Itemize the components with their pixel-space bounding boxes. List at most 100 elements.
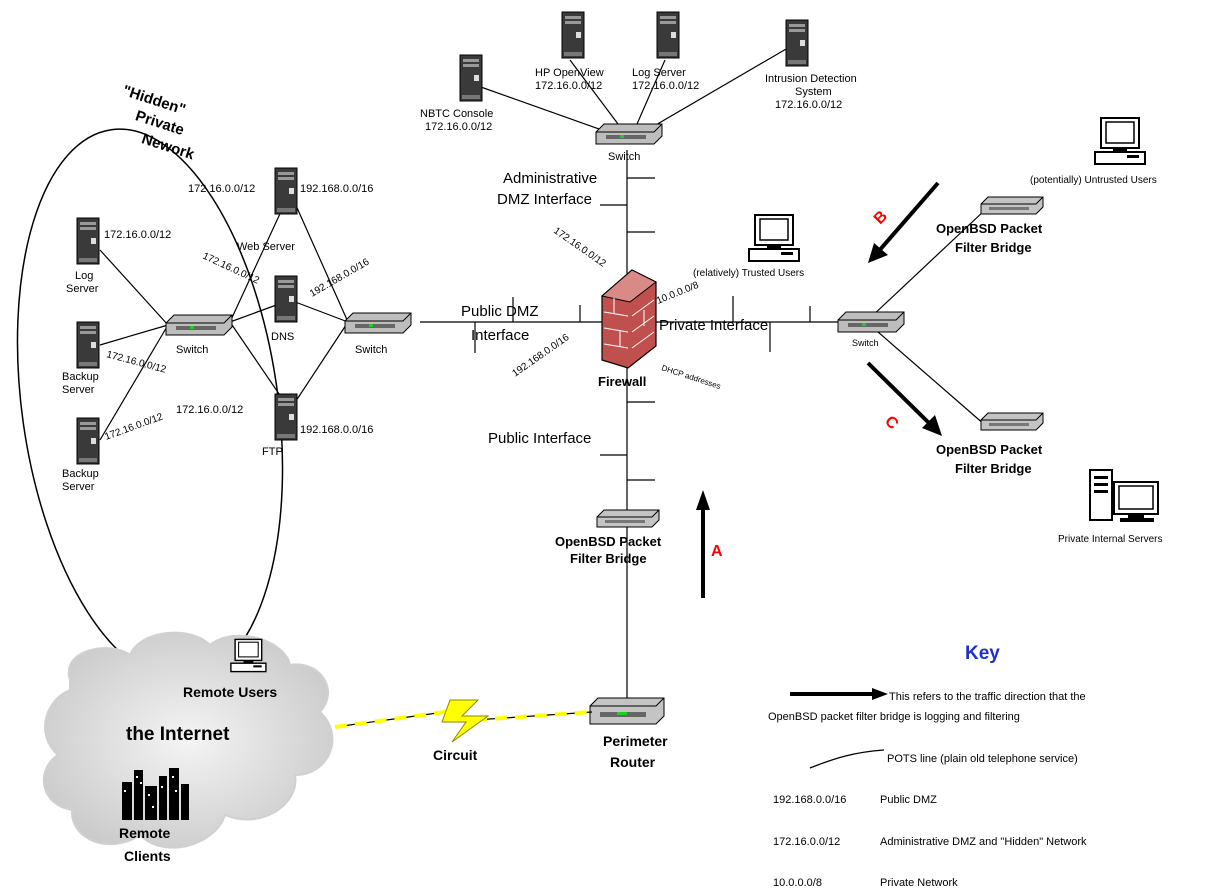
hp-openview-tower — [561, 11, 585, 59]
internet-title: the Internet — [126, 724, 230, 745]
key-row-1-net: 192.168.0.0/16 — [773, 794, 846, 806]
remote-clients-label-2: Clients — [124, 848, 171, 864]
link-label-1: 172.16.0.0/12 — [201, 251, 261, 287]
arrow-b-label: B — [871, 208, 891, 228]
arrow-b — [876, 181, 940, 254]
key-curve-desc: POTS line (plain old telephone service) — [887, 753, 1078, 765]
hidden-title-3: Nework — [140, 130, 197, 163]
fw-ip-public2: DHCP addresses — [660, 363, 721, 391]
hidden-network-boundary — [16, 128, 284, 682]
log-server-label-2: Server — [66, 283, 99, 295]
backup-b-label-2: Server — [62, 481, 95, 493]
log-server-label-1: Log — [75, 270, 93, 282]
private-servers-label: Private Internal Servers — [1058, 534, 1163, 545]
mid-switch-label: Switch — [355, 344, 387, 356]
key-arrow-desc-2: OpenBSD packet filter bridge is logging … — [768, 711, 1020, 723]
key-row-2-desc: Administrative DMZ and "Hidden" Network — [880, 836, 1087, 848]
public-interface-label: Public Interface — [488, 430, 591, 447]
top-log-server-label: Log Server — [632, 67, 686, 79]
dns-server-tower — [274, 275, 298, 323]
key-row-2-net: 172.16.0.0/12 — [773, 836, 840, 848]
admin-dmz-label-2: DMZ Interface — [497, 191, 592, 208]
public-dmz-label-2: Interface — [471, 327, 529, 344]
remote-users-label: Remote Users — [183, 684, 277, 700]
top-bridge-label-2: Filter Bridge — [955, 240, 1032, 255]
circuit-label: Circuit — [433, 747, 478, 763]
arrow-c — [866, 361, 932, 426]
dns-label: DNS — [271, 331, 294, 343]
trusted-users-pc-icon — [748, 214, 800, 262]
left-switch-label: Switch — [176, 344, 208, 356]
arrow-c-label: C — [881, 413, 902, 434]
link-label-3: 172.16.0.0/12 — [105, 349, 167, 376]
nbtc-console-tower — [459, 54, 483, 102]
nbtc-label: NBTC Console — [420, 108, 493, 120]
admin-switch-label: Switch — [608, 151, 640, 163]
left-switch-icon — [165, 314, 233, 336]
web-server-label: Web Server — [237, 241, 295, 253]
top-log-server-tower — [656, 11, 680, 59]
firewall-icon — [600, 269, 657, 369]
log-server-tower — [76, 217, 100, 265]
backup-b-label-1: Backup — [62, 468, 99, 480]
private-servers-icon — [1089, 469, 1159, 522]
bottom-bridge-label-2: Filter Bridge — [570, 551, 647, 566]
ftp-ip-left: 172.16.0.0/12 — [176, 404, 243, 416]
circuit-link — [334, 699, 593, 743]
web-server-ip-right: 192.168.0.0/16 — [300, 183, 373, 195]
public-dmz-label-1: Public DMZ — [461, 303, 539, 320]
untrusted-users-pc-icon — [1094, 117, 1146, 165]
ids-ip: 172.16.0.0/12 — [775, 99, 842, 111]
arrow-b-head — [868, 243, 888, 263]
arrow-a-label: A — [711, 543, 723, 560]
private-interface-label: Private Interface — [659, 317, 768, 334]
hidden-network-title: "Hidden" Private Nework — [120, 82, 197, 163]
router-label-2: Router — [610, 754, 656, 770]
bottom-bridge-label-1: OpenBSD Packet — [555, 534, 662, 549]
low-bridge-label-2: Filter Bridge — [955, 461, 1032, 476]
hp-openview-ip: 172.16.0.0/12 — [535, 80, 602, 92]
backup-server-a-tower — [76, 321, 100, 369]
trusted-users-label: (relatively) Trusted Users — [693, 268, 804, 279]
key-row-3-net: 10.0.0.0/8 — [773, 877, 822, 889]
bottom-bridge-icon — [596, 509, 660, 528]
low-bridge-label-1: OpenBSD Packet — [936, 442, 1043, 457]
connection-lines — [99, 44, 986, 720]
untrusted-users-label: (potentially) Untrusted Users — [1030, 175, 1157, 186]
web-server-tower — [274, 167, 298, 215]
hp-openview-label: HP OpenView — [535, 67, 604, 79]
key-row-1-desc: Public DMZ — [880, 794, 937, 806]
remote-clients-label-1: Remote — [119, 825, 171, 841]
key-arrow-head — [872, 688, 888, 700]
ids-label-2: System — [795, 86, 832, 98]
link-label-2: 192.168.0.0/16 — [308, 256, 372, 299]
ids-tower — [785, 19, 809, 67]
router-label-1: Perimeter — [603, 733, 668, 749]
firewall-label: Firewall — [598, 374, 646, 389]
link-label-4: 172.16.0.0/12 — [103, 411, 165, 442]
top-bridge-label-1: OpenBSD Packet — [936, 221, 1043, 236]
right-switch-icon — [837, 311, 905, 333]
nbtc-ip: 172.16.0.0/12 — [425, 121, 492, 133]
web-server-ip-left: 172.16.0.0/12 — [188, 183, 255, 195]
internet-cloud — [42, 631, 334, 849]
key-curve-icon — [809, 749, 885, 769]
perimeter-router-icon — [589, 697, 665, 725]
ftp-ip-right: 192.168.0.0/16 — [300, 424, 373, 436]
key-title: Key — [965, 643, 1000, 664]
log-server-ip: 172.16.0.0/12 — [104, 229, 171, 241]
admin-switch-icon — [595, 123, 663, 145]
fw-ip-private: 10.0.0.0/8 — [655, 280, 701, 307]
low-bridge-icon — [980, 412, 1044, 431]
arrow-c-head — [922, 415, 942, 436]
ftp-label: FTP — [262, 446, 283, 458]
top-bridge-icon — [980, 196, 1044, 215]
ids-label-1: Intrusion Detection — [765, 73, 857, 85]
backup-a-label-1: Backup — [62, 371, 99, 383]
mid-switch-icon — [344, 312, 412, 334]
ftp-server-tower — [274, 393, 298, 441]
backup-a-label-2: Server — [62, 384, 95, 396]
fw-ip-admin: 172.16.0.0/12 — [551, 225, 608, 269]
backup-server-b-tower — [76, 417, 100, 465]
